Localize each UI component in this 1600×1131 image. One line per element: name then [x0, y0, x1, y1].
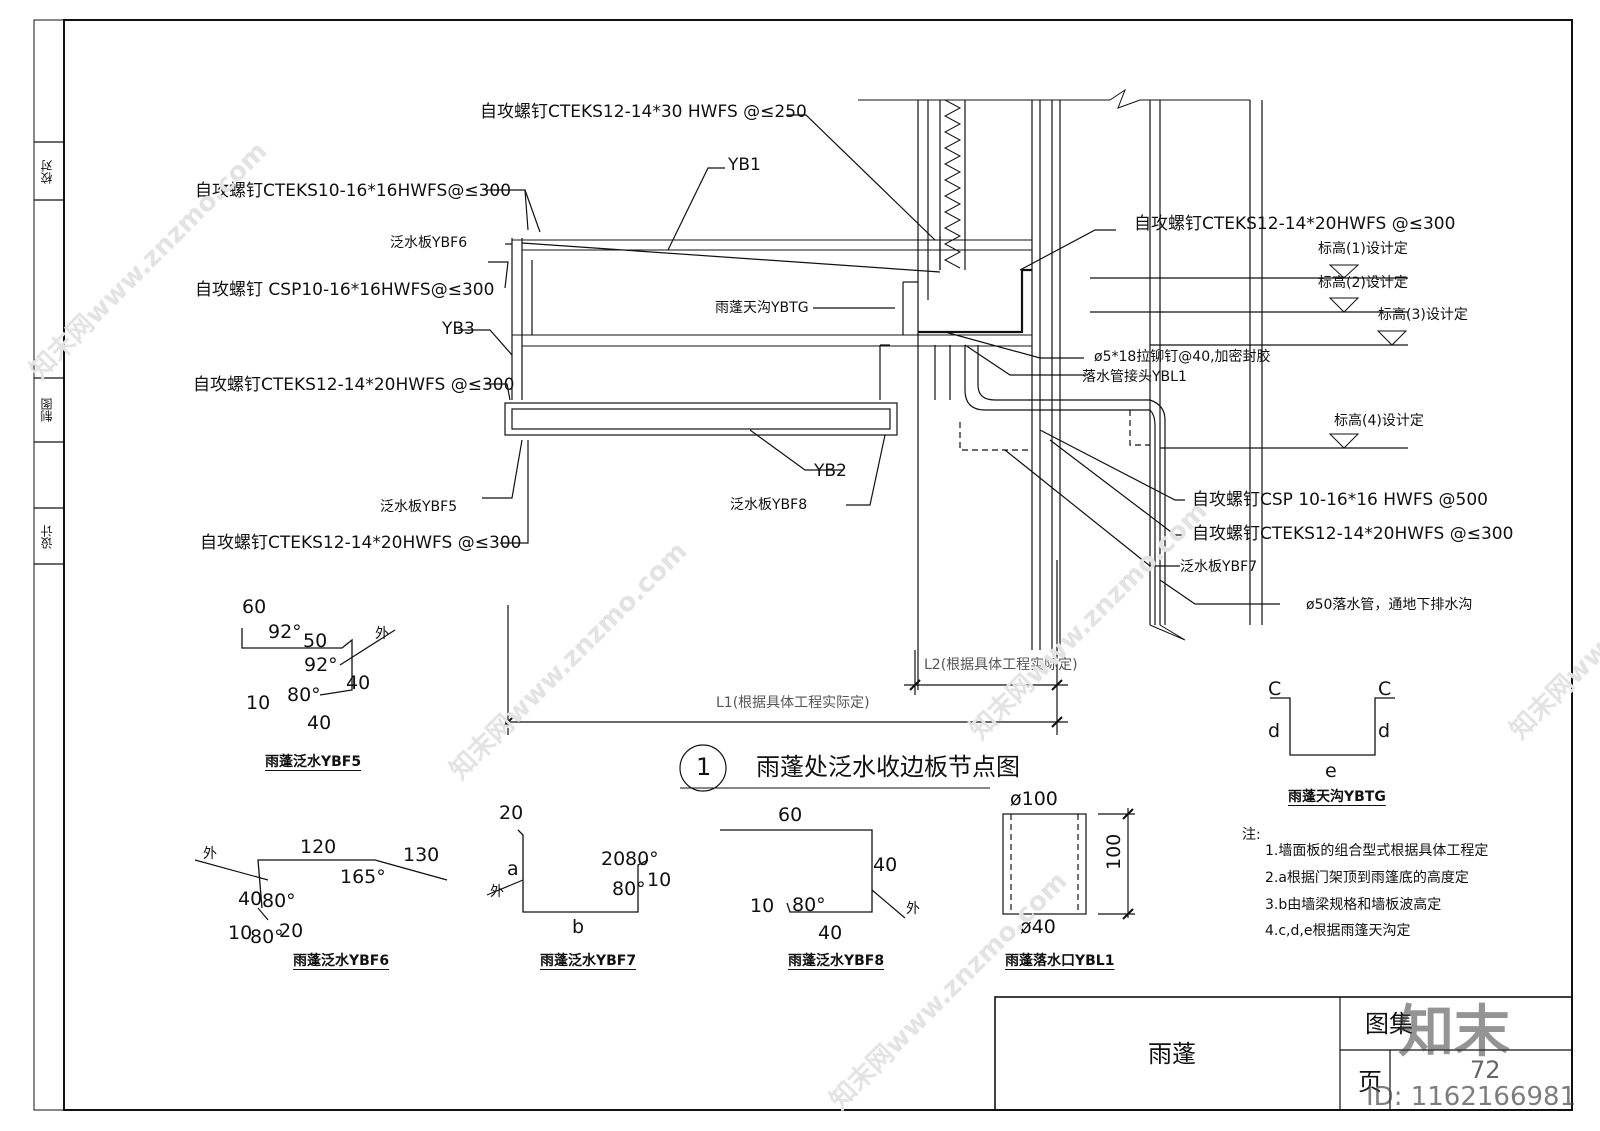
- ybf5-dim-60: 60: [242, 596, 267, 618]
- ybf8-dim-40a: 40: [873, 854, 898, 876]
- ybf6-outside: 外: [203, 846, 217, 862]
- detail-title: 雨蓬处泛水收边板节点图: [756, 753, 1020, 781]
- dimension-l1: L1(根据具体工程实际定): [716, 695, 870, 711]
- ybf6-dim-10: 10: [228, 922, 253, 944]
- note-4: 4.c,d,e根据雨篷天沟定: [1265, 923, 1411, 939]
- ybf5-dim-50: 50: [303, 630, 328, 652]
- callout-yb1: YB1: [728, 155, 761, 175]
- callout-ybf7: 泛水板YBF7: [1180, 559, 1258, 575]
- ybtg-dim-c2: C: [1378, 678, 1392, 700]
- side-label-design: 设计: [40, 525, 54, 550]
- ybf5-dim-40b: 40: [307, 712, 332, 734]
- ybl1-caption: 雨蓬落水口YBL1: [1005, 953, 1115, 969]
- ybf5-caption: 雨蓬泛水YBF5: [265, 754, 362, 770]
- ybf7-dim-20b: 20: [601, 848, 626, 870]
- side-label-draw: 制图: [40, 398, 54, 422]
- note-1: 1.墙面板的组合型式根据具体工程定: [1265, 843, 1489, 859]
- ybtg-dim-d2: d: [1378, 720, 1391, 742]
- elevation-4: 标高(4)设计定: [1334, 413, 1424, 429]
- ybf8-dim-60: 60: [778, 804, 803, 826]
- elevation-2: 标高(2)设计定: [1318, 275, 1408, 291]
- ybf7-angle-80a: 80°: [625, 848, 659, 870]
- ybf5-angle-80: 80°: [287, 684, 321, 706]
- ybf5-outside: 外: [375, 626, 389, 642]
- watermark-id: ID: 1162166981: [1366, 1082, 1577, 1112]
- ybtg-dim-d1: d: [1268, 720, 1281, 742]
- callout-screw-1: 自攻螺钉CTEKS12-14*30 HWFS @≤250: [480, 102, 807, 122]
- ybf7-outside: 外: [490, 884, 504, 900]
- callout-ybf5: 泛水板YBF5: [380, 499, 458, 515]
- notes-heading: 注:: [1242, 827, 1261, 843]
- ybl1-dim-100: 100: [1103, 833, 1125, 870]
- ybf6-caption: 雨蓬泛水YBF6: [293, 953, 390, 969]
- callout-screw-2: 自攻螺钉CTEKS10-16*16HWFS@≤300: [195, 181, 512, 201]
- ybl1-dim-d100: ø100: [1010, 788, 1058, 810]
- ybf8-dim-10: 10: [750, 895, 775, 917]
- ybf8-dim-40b: 40: [818, 922, 843, 944]
- ybtg-dim-c1: C: [1268, 678, 1282, 700]
- ybf7-dim-10: 10: [647, 869, 672, 891]
- callout-ybl1: 落水管接头YBL1: [1082, 369, 1187, 385]
- elevation-1: 标高(1)设计定: [1318, 241, 1408, 257]
- title-block-page: 页: [1358, 1068, 1382, 1096]
- callout-screw-8: 自攻螺钉CTEKS12-14*20HWFS @≤300: [1192, 524, 1514, 544]
- ybf5-angle-92b: 92°: [304, 654, 338, 676]
- ybf6-dim-130: 130: [403, 844, 440, 866]
- ybf7-dim-a: a: [507, 858, 519, 880]
- title-block-atlas: 图集: [1365, 1010, 1413, 1038]
- callout-screw-3: 自攻螺钉 CSP10-16*16HWFS@≤300: [195, 280, 495, 300]
- ybf5-angle-92a: 92°: [268, 621, 302, 643]
- callout-yb3: YB3: [442, 319, 475, 339]
- ybtg-caption: 雨蓬天沟YBTG: [1288, 789, 1386, 805]
- callout-screw-5: 自攻螺钉CTEKS12-14*20HWFS @≤300: [200, 533, 522, 553]
- callout-rivet: ø5*18拉铆钉@40,加密封胶: [1094, 349, 1271, 365]
- dimension-l2: L2(根据具体工程实际定): [924, 657, 1078, 673]
- callout-screw-6: 自攻螺钉CTEKS12-14*20HWFS @≤300: [1134, 214, 1456, 234]
- detail-number: 1: [696, 753, 712, 781]
- note-3: 3.b由墙梁规格和墙板波高定: [1265, 897, 1442, 913]
- ybf6-dim-40: 40: [238, 888, 263, 910]
- ybf5-dim-40a: 40: [346, 672, 371, 694]
- title-block-page-number: 72: [1470, 1056, 1501, 1084]
- callout-ybtg: 雨蓬天沟YBTG: [715, 300, 809, 316]
- callout-ybf6: 泛水板YBF6: [390, 235, 468, 251]
- ybtg-dim-e: e: [1325, 760, 1337, 782]
- ybf8-outside: 外: [906, 901, 920, 917]
- callout-ybf8: 泛水板YBF8: [730, 497, 808, 513]
- elevation-3: 标高(3)设计定: [1378, 307, 1468, 323]
- ybf6-angle-80a: 80°: [262, 890, 296, 912]
- ybf7-caption: 雨蓬泛水YBF7: [540, 953, 637, 969]
- watermark-logo: 知末: [1398, 1000, 1510, 1065]
- ybl1-dim-d40: ø40: [1020, 916, 1056, 938]
- ybf6-angle-80b: 80°: [250, 926, 284, 948]
- ybf6-dim-120: 120: [300, 836, 337, 858]
- ybf7-dim-20a: 20: [499, 802, 524, 824]
- ybf5-dim-10: 10: [246, 692, 271, 714]
- ybf6-dim-20: 20: [279, 920, 304, 942]
- ybf7-angle-80b: 80°: [612, 878, 646, 900]
- callout-screw-4: 自攻螺钉CTEKS12-14*20HWFS @≤300: [193, 375, 515, 395]
- title-block-name: 雨蓬: [1148, 1040, 1196, 1068]
- callout-screw-7: 自攻螺钉CSP 10-16*16 HWFS @500: [1192, 490, 1488, 510]
- ybf6-angle-165: 165°: [340, 866, 386, 888]
- callout-yb2: YB2: [814, 461, 847, 481]
- ybf8-angle-80: 80°: [792, 894, 826, 916]
- callout-pipe: ø50落水管，通地下排水沟: [1306, 597, 1473, 613]
- note-2: 2.a根据门架顶到雨篷底的高度定: [1265, 870, 1469, 886]
- ybf8-caption: 雨蓬泛水YBF8: [788, 953, 885, 969]
- side-label-check: 校对: [40, 160, 54, 185]
- ybf7-dim-b: b: [572, 916, 585, 938]
